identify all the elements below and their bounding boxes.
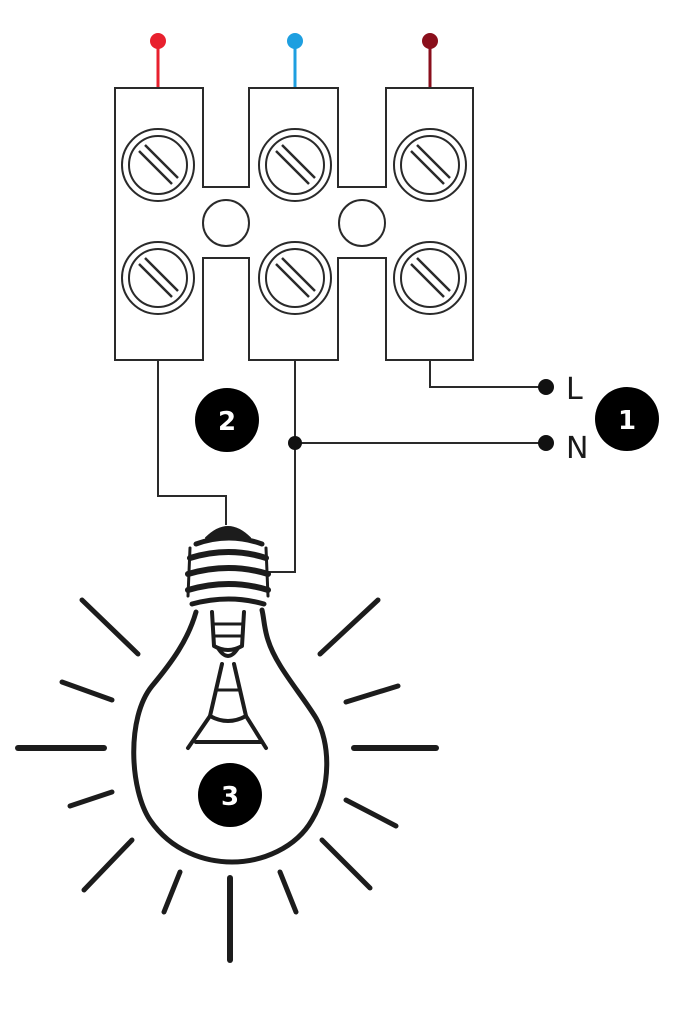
badge-wiring: 2	[195, 388, 259, 452]
screw-icon	[121, 128, 195, 202]
live-label: L	[566, 372, 583, 407]
terminal-block	[114, 87, 474, 361]
wire-live	[429, 360, 545, 388]
neutral-label: N	[566, 431, 588, 466]
screw-icon	[393, 128, 467, 202]
badge-bulb-number: 3	[221, 782, 239, 812]
screws	[121, 128, 467, 315]
screw-icon	[121, 241, 195, 315]
wires	[157, 360, 545, 573]
screw-icon	[258, 128, 332, 202]
light-rays	[15, 597, 439, 963]
live-terminal-dot	[538, 379, 554, 395]
screw-icon	[258, 241, 332, 315]
neutral-terminal-dot	[538, 435, 554, 451]
block-hole-right	[338, 199, 386, 247]
pin-red	[150, 33, 166, 49]
wire-bulb-neutral	[266, 360, 296, 573]
badge-mains-number: 1	[618, 406, 636, 436]
light-bulb-icon	[131, 526, 330, 865]
junction-dot	[288, 436, 302, 450]
badge-mains: 1	[595, 387, 659, 451]
top-pins	[150, 33, 438, 88]
badge-bulb: 3	[198, 763, 262, 827]
screw-icon	[393, 241, 467, 315]
wire-bulb-live	[157, 360, 227, 525]
pin-blue	[287, 33, 303, 49]
badge-wiring-number: 2	[218, 407, 236, 437]
block-hole-left	[202, 199, 250, 247]
pin-darkred	[422, 33, 438, 49]
